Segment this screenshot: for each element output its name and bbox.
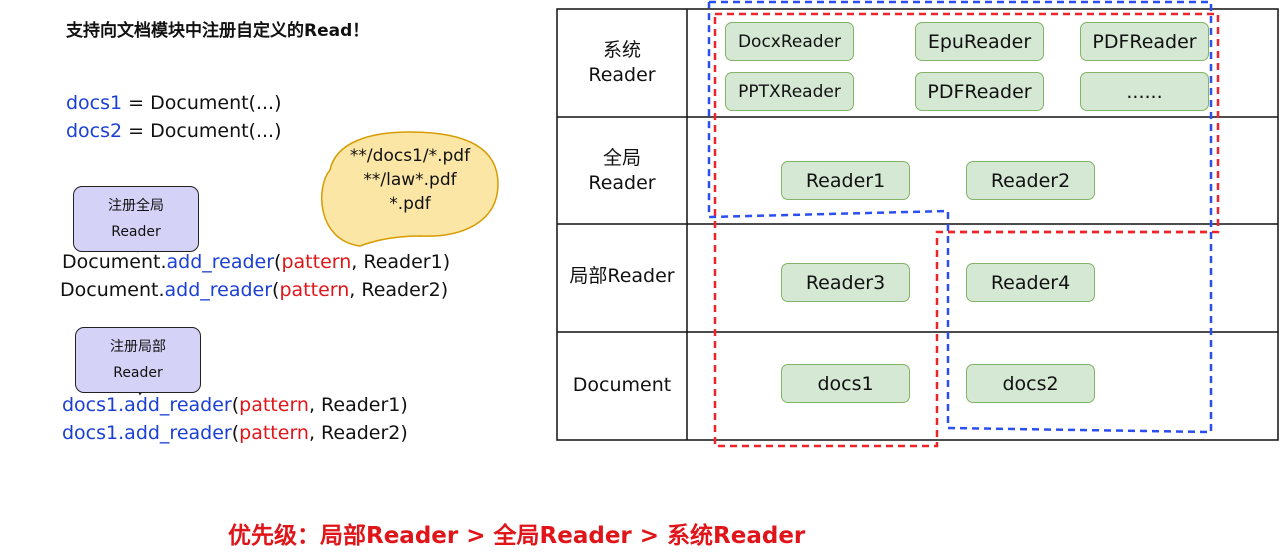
- document-box: docs2: [966, 364, 1095, 403]
- code-arg: pattern: [281, 251, 352, 273]
- code-global-call-2: Document.add_reader(pattern, Reader2): [60, 276, 448, 304]
- code-paren: (: [231, 422, 240, 444]
- row-label-line: 全局: [602, 147, 641, 169]
- code-paren: (: [274, 251, 282, 273]
- code-var: docs1: [66, 92, 123, 114]
- reader-box-system: PPTXReader: [725, 72, 854, 111]
- reader-box-system: ......: [1080, 72, 1209, 111]
- code-text: = Document(...): [122, 120, 282, 142]
- code-dot: .: [160, 251, 167, 273]
- code-text: = Document(...): [122, 92, 282, 114]
- scope-docs2-outline: [707, 0, 1213, 434]
- page-title: 支持向文档模块中注册自定义的Read！: [66, 21, 370, 41]
- code-text: , Reader1): [351, 251, 451, 273]
- row-label-line: Reader: [588, 64, 656, 86]
- row-label-global: 全局 Reader: [557, 146, 687, 196]
- row-label-local: 局部Reader: [557, 264, 687, 289]
- row-label-document: Document: [557, 373, 687, 398]
- code-docs-line-2: docs2 = Document(...): [66, 117, 282, 145]
- code-arg: pattern: [239, 422, 309, 444]
- code-local-call-1: docs1.add_reader(pattern, Reader1): [62, 391, 408, 419]
- code-dot: .: [158, 279, 165, 301]
- code-docs-line-1: docs1 = Document(...): [66, 89, 282, 117]
- pattern-item: *.pdf: [389, 194, 431, 214]
- code-paren: (: [272, 279, 280, 301]
- pattern-item: **/docs1/*.pdf: [349, 146, 471, 166]
- priority-statement: 优先级：局部Reader > 全局Reader > 系统Reader: [228, 523, 806, 549]
- document-box: docs1: [781, 364, 910, 403]
- pattern-bubble: [320, 131, 499, 247]
- row-label-line: 系统: [602, 39, 641, 61]
- row-label-line: Document: [572, 374, 672, 396]
- row-label-system: 系统 Reader: [557, 38, 687, 88]
- reader-box-system: DocxReader: [725, 22, 854, 61]
- code-text: , Reader2): [349, 279, 449, 301]
- code-text: , Reader2): [308, 422, 408, 444]
- code-method: add_reader: [166, 251, 275, 273]
- reader-box-local: Reader4: [966, 263, 1095, 302]
- code-method: add_reader: [164, 279, 273, 301]
- code-obj: Document: [60, 279, 159, 301]
- code-var: docs2: [66, 120, 123, 142]
- code-arg: pattern: [279, 279, 350, 301]
- code-arg: pattern: [239, 394, 309, 416]
- row-label-line: Reader: [588, 172, 656, 194]
- code-obj: docs1: [62, 422, 119, 444]
- code-local-call-2: docs1.add_reader(pattern, Reader2): [62, 419, 408, 447]
- code-paren: (: [231, 394, 240, 416]
- callout-global-register: 注册全局Reader: [73, 186, 199, 252]
- reader-box-global: Reader2: [966, 161, 1095, 200]
- code-obj: Document: [62, 251, 161, 273]
- code-method: add_reader: [124, 422, 232, 444]
- pattern-list: **/docs1/*.pdf **/law*.pdf *.pdf: [330, 144, 490, 216]
- reader-box-system: PDFReader: [1080, 22, 1209, 61]
- row-label-line: 局部Reader: [569, 265, 675, 287]
- pattern-item: **/law*.pdf: [363, 170, 457, 190]
- code-global-call-1: Document.add_reader(pattern, Reader1): [62, 248, 450, 276]
- code-text: , Reader1): [308, 394, 408, 416]
- reader-box-local: Reader3: [781, 263, 910, 302]
- reader-box-global: Reader1: [781, 161, 910, 200]
- callout-local-register: 注册局部Reader: [75, 327, 201, 393]
- code-method: add_reader: [124, 394, 232, 416]
- reader-box-system: EpuReader: [915, 22, 1044, 61]
- reader-box-system: PDFReader: [915, 72, 1044, 111]
- code-obj: docs1: [62, 394, 119, 416]
- scope-docs1-outline: [713, 12, 1220, 448]
- code-dot: .: [118, 422, 125, 444]
- code-dot: .: [118, 394, 125, 416]
